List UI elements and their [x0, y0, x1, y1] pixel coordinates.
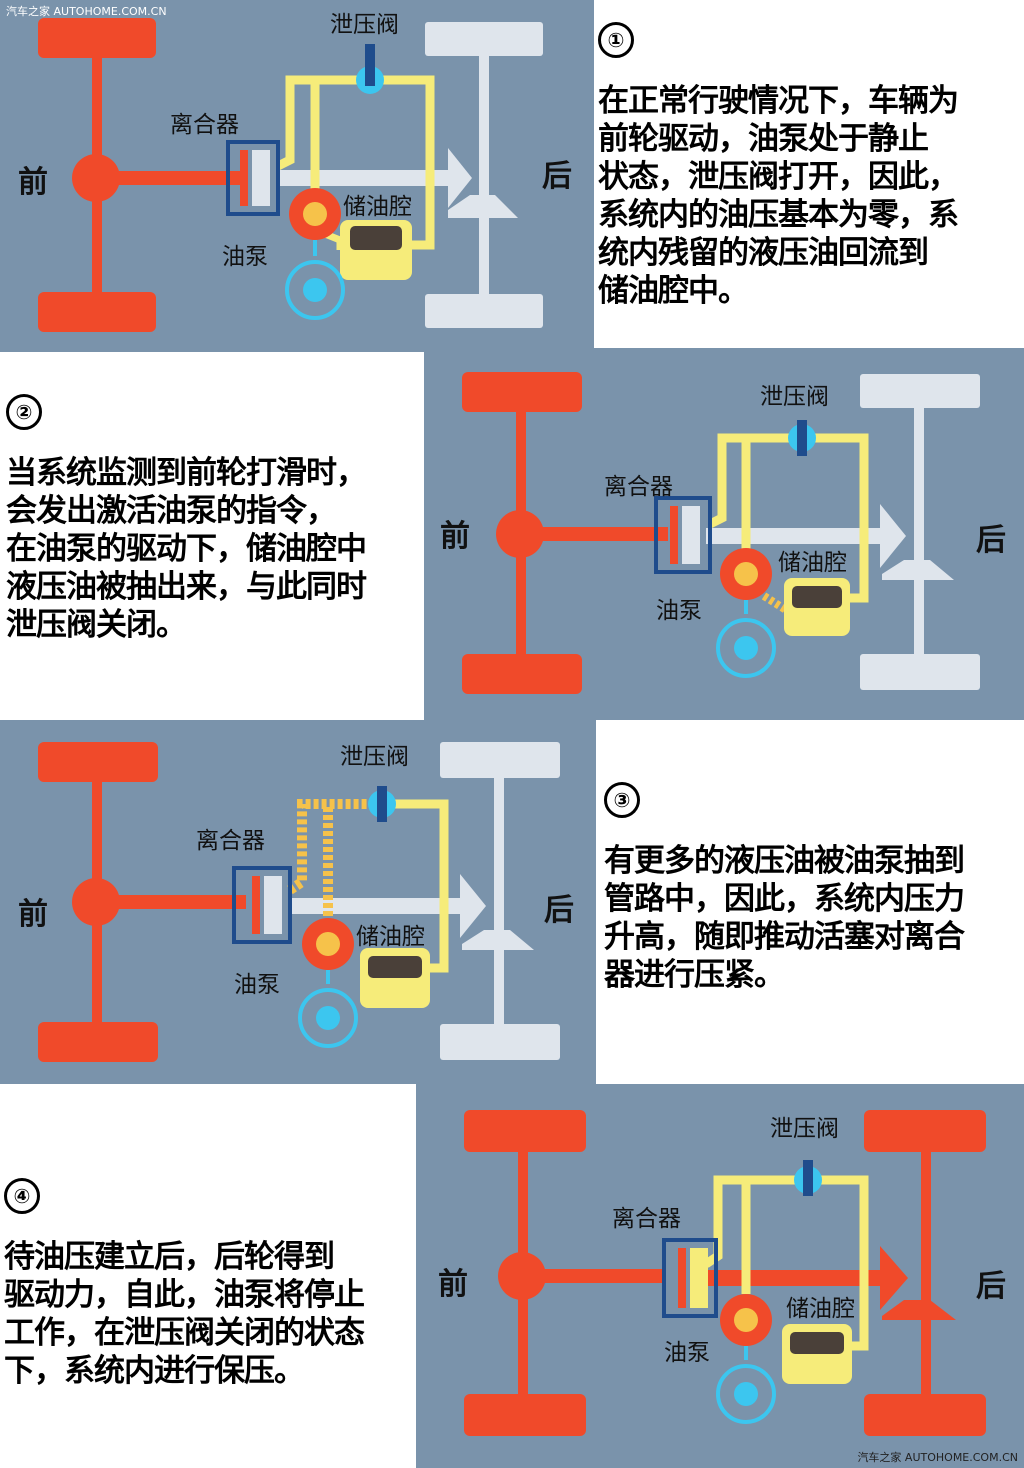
oil-chamber-label: 储油腔: [778, 550, 847, 576]
oil-chamber-label: 储油腔: [356, 924, 425, 950]
awd-diagram-2: 前 后 泄压阀 离合器 储油腔 油泵: [440, 372, 1006, 694]
oil-pump-label: 油泵: [222, 244, 268, 270]
watermark-top-left: 汽车之家 AUTOHOME.COM.CN: [6, 5, 167, 18]
step-4-number: ④: [4, 1178, 40, 1214]
front-label: 前: [18, 897, 48, 932]
oil-chamber-label: 储油腔: [786, 1296, 855, 1322]
step-1-number: ①: [598, 22, 634, 58]
diagram-panel-2: 前 后 泄压阀 离合器 储油腔 油泵: [424, 348, 1024, 720]
step-2-text: ② 当系统监测到前轮打滑时， 会发出激活油泵的指令， 在油泵的驱动下，储油腔中 …: [6, 394, 422, 644]
relief-valve-label: 泄压阀: [760, 384, 829, 410]
clutch-label: 离合器: [196, 828, 265, 854]
relief-valve-label: 泄压阀: [770, 1116, 839, 1142]
rear-label: 后: [976, 1269, 1006, 1304]
relief-valve-label: 泄压阀: [340, 744, 409, 770]
step-2-description: 当系统监测到前轮打滑时， 会发出激活油泵的指令， 在油泵的驱动下，储油腔中 液压…: [6, 455, 367, 643]
step-3-number: ③: [604, 782, 640, 818]
oil-pump-label: 油泵: [234, 972, 280, 998]
front-label: 前: [18, 165, 48, 200]
relief-valve-label: 泄压阀: [330, 12, 399, 38]
step-4-text: ④ 待油压建立后，后轮得到 驱动力，自此，油泵将停止 工作，在泄压阀关闭的状态 …: [4, 1178, 416, 1390]
clutch-label: 离合器: [170, 112, 239, 138]
watermark-bottom-right: 汽车之家 AUTOHOME.COM.CN: [857, 1451, 1018, 1464]
clutch-label: 离合器: [604, 474, 673, 500]
diagram-panel-3: 前 后 泄压阀 离合器 储油腔 油泵: [0, 720, 596, 1084]
step-4-description: 待油压建立后，后轮得到 驱动力，自此，油泵将停止 工作，在泄压阀关闭的状态 下，…: [4, 1239, 365, 1389]
rear-label: 后: [544, 893, 574, 928]
oil-pump-label: 油泵: [664, 1340, 710, 1366]
rear-label: 后: [976, 523, 1006, 558]
step-1-description: 在正常行驶情况下，车辆为 前轮驱动，油泵处于静止 状态，泄压阀打开，因此， 系统…: [598, 83, 959, 309]
step-3-text: ③ 有更多的液压油被油泵抽到 管路中，因此，系统内压力 升高，随即推动活塞对离合…: [604, 782, 1020, 994]
step-1-text: ① 在正常行驶情况下，车辆为 前轮驱动，油泵处于静止 状态，泄压阀打开，因此， …: [598, 22, 1018, 310]
diagram-panel-1: 前 后 泄压阀 离合器 储油腔 油泵: [0, 0, 594, 352]
clutch-label: 离合器: [612, 1206, 681, 1232]
awd-diagram-3: 前 后 泄压阀 离合器 储油腔 油泵: [18, 742, 574, 1062]
oil-chamber-label: 储油腔: [343, 194, 412, 220]
step-2-number: ②: [6, 394, 42, 430]
awd-diagram-4: 前 后 泄压阀 离合器 储油腔 油泵: [438, 1110, 1006, 1436]
step-3-description: 有更多的液压油被油泵抽到 管路中，因此，系统内压力 升高，随即推动活塞对离合 器…: [604, 843, 965, 993]
front-label: 前: [440, 519, 470, 554]
awd-diagram-1: 前 后 泄压阀 离合器 储油腔 油泵: [18, 12, 572, 332]
rear-label: 后: [542, 159, 572, 194]
diagram-panel-4: 前 后 泄压阀 离合器 储油腔 油泵: [416, 1084, 1024, 1468]
front-label: 前: [438, 1267, 468, 1302]
oil-pump-label: 油泵: [656, 598, 702, 624]
